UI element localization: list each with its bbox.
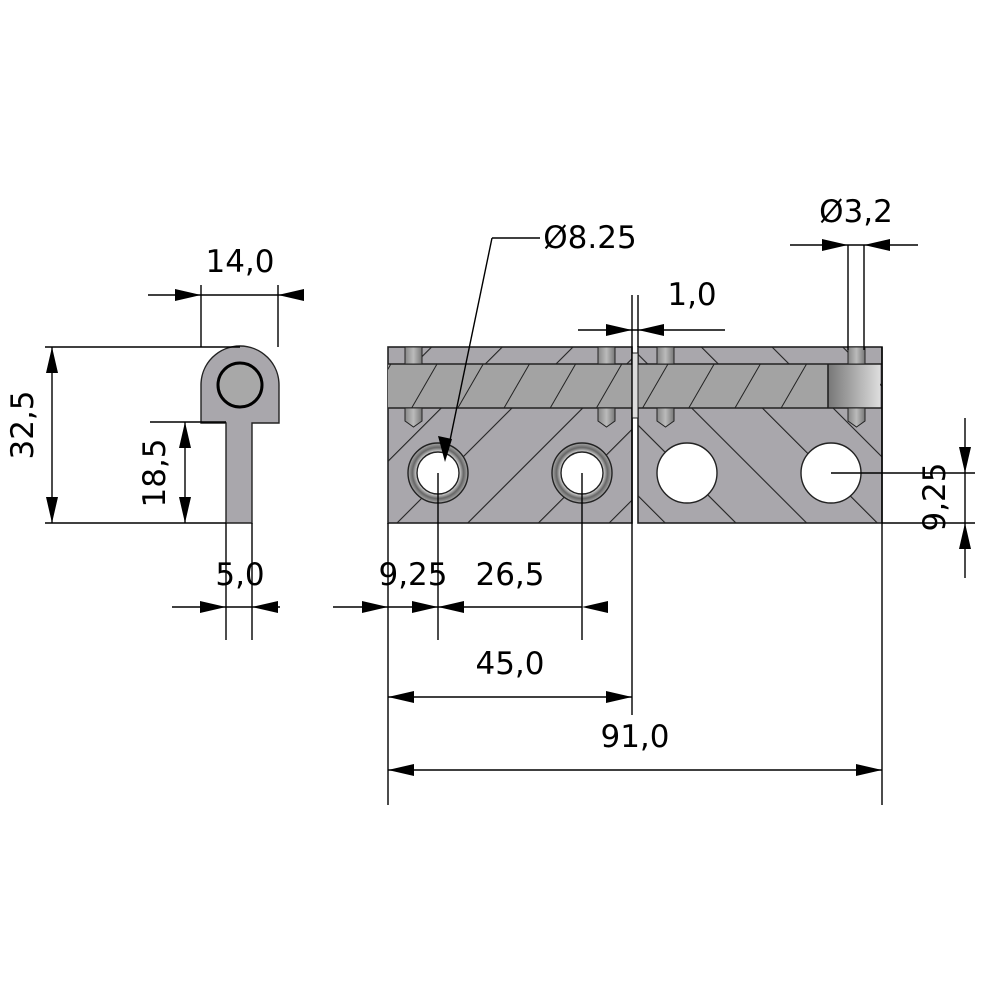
screw-top — [656, 346, 675, 365]
screw-bottom — [597, 407, 616, 428]
arrowhead — [412, 601, 438, 613]
screw-bottom — [656, 407, 675, 428]
arrowhead — [959, 447, 971, 473]
arrowhead — [175, 289, 201, 301]
screw-top — [404, 346, 423, 365]
dim-half-length: 45,0 — [475, 646, 544, 682]
arrowhead — [278, 289, 304, 301]
dimension-lines — [45, 237, 975, 805]
arrowhead — [638, 324, 664, 336]
dim-leaf-height: 18,5 — [137, 438, 173, 507]
arrowhead — [856, 764, 882, 776]
dim-hole-pitch: 26,5 — [475, 557, 544, 593]
arrowhead — [388, 764, 414, 776]
mounting-hole — [656, 442, 718, 504]
dim-hole-offset-x: 9,25 — [378, 557, 447, 593]
dim-leaf-thickness: 5,0 — [215, 557, 264, 593]
arrowhead — [959, 523, 971, 549]
arrowhead — [438, 436, 452, 462]
side-view — [200, 345, 280, 524]
arrowhead — [606, 691, 632, 703]
dim-side-height: 32,5 — [5, 390, 41, 459]
dim-gap: 1,0 — [667, 277, 716, 313]
arrowhead — [438, 601, 464, 613]
arrowhead — [179, 497, 191, 523]
arrowhead — [46, 497, 58, 523]
screw-top — [847, 346, 866, 365]
arrowhead — [252, 601, 278, 613]
dim-countersink-diameter: Ø8.25 — [543, 220, 636, 256]
arrowhead — [582, 601, 608, 613]
arrowhead — [46, 347, 58, 373]
pin-section — [216, 361, 264, 409]
dim-pin-diameter: Ø3,2 — [819, 194, 893, 230]
arrowhead — [362, 601, 388, 613]
dim-side-width: 14,0 — [205, 244, 274, 280]
front-view — [387, 346, 883, 524]
arrowhead — [864, 239, 890, 251]
dim-total-length: 91,0 — [600, 719, 669, 755]
arrowhead — [606, 324, 632, 336]
dim-hole-offset-y: 9,25 — [917, 462, 953, 531]
arrowhead — [822, 239, 848, 251]
screw-bottom — [404, 407, 423, 428]
arrowhead — [388, 691, 414, 703]
screw-bottom — [847, 407, 866, 428]
arrowhead — [200, 601, 226, 613]
arrowhead — [179, 422, 191, 448]
leader-line — [447, 237, 493, 451]
screw-top — [597, 346, 616, 365]
